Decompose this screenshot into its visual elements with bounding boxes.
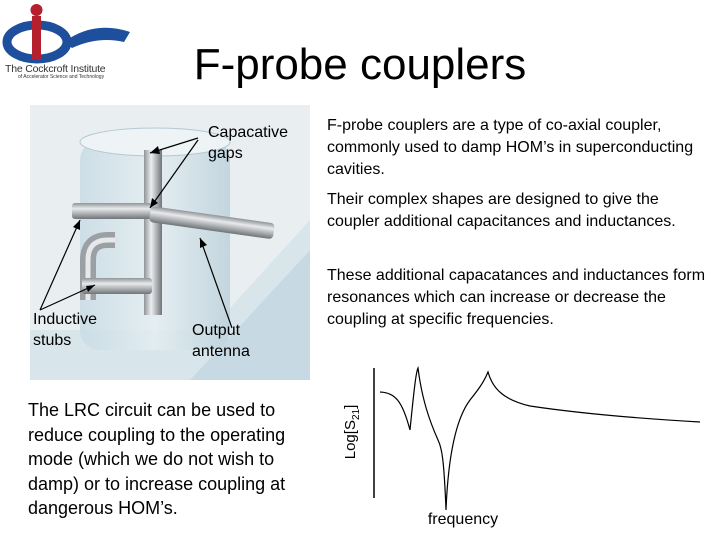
stubs-label-line-1: Inductive bbox=[33, 311, 98, 328]
plot-xlabel: frequency bbox=[428, 511, 498, 528]
logo-red-dot bbox=[30, 4, 43, 16]
lower-stub bbox=[82, 278, 152, 294]
paragraph-shapes: Their complex shapes are designed to giv… bbox=[327, 191, 676, 230]
slide-title-text: F-probe couplers bbox=[193, 40, 527, 89]
paragraph-resonances: These additional capacatances and induct… bbox=[327, 267, 706, 328]
lrc-paragraph: The LRC circuit can be used to reduce co… bbox=[28, 400, 286, 518]
antenna-label-line-1: Output bbox=[192, 322, 241, 339]
coupler-illustration bbox=[30, 105, 310, 380]
gaps-arrowhead bbox=[150, 146, 160, 154]
upper-stub bbox=[72, 203, 152, 219]
stubs-arrowhead-2 bbox=[86, 285, 95, 292]
output-antenna-label: Output antenna bbox=[192, 320, 250, 362]
plot-ylabel: Log[S21] bbox=[342, 405, 362, 460]
stubs-arrow-2 bbox=[39, 284, 96, 311]
stubs-arrowhead bbox=[73, 220, 80, 230]
gaps-arrowhead-2 bbox=[150, 198, 158, 208]
antenna-arrow bbox=[199, 237, 233, 329]
stubs-arrow bbox=[39, 219, 81, 311]
cockcroft-logo bbox=[2, 4, 130, 64]
resonance-plot: Log[S21] frequency bbox=[342, 365, 701, 528]
lower-stub-bend-highlight bbox=[85, 237, 115, 300]
stubs-label-line-2: stubs bbox=[33, 332, 72, 349]
response-curve bbox=[379, 365, 701, 511]
slide-title: F-probe couplers bbox=[0, 40, 720, 90]
logo-blue-swoosh bbox=[64, 27, 130, 48]
logo-name: The Cockcroft Institute bbox=[5, 63, 106, 75]
antenna-label-line-2: antenna bbox=[192, 343, 250, 360]
inductive-stubs-label: Inductive stubs bbox=[33, 309, 97, 351]
gaps-label-line-2: gaps bbox=[208, 145, 243, 162]
capacative-gaps-label: Capacative gaps bbox=[208, 122, 288, 164]
antenna-arrowhead bbox=[200, 238, 207, 248]
paragraph-intro: F-probe couplers are a type of co-axial … bbox=[327, 117, 694, 178]
gaps-label-line-1: Capacative bbox=[208, 124, 289, 141]
output-antenna-pipe bbox=[149, 206, 275, 239]
logo-red-bar bbox=[32, 16, 41, 60]
logo-subtitle: of Accelerator Science and Technology bbox=[18, 74, 105, 80]
gaps-arrow-2 bbox=[149, 139, 199, 209]
central-post bbox=[144, 150, 162, 315]
